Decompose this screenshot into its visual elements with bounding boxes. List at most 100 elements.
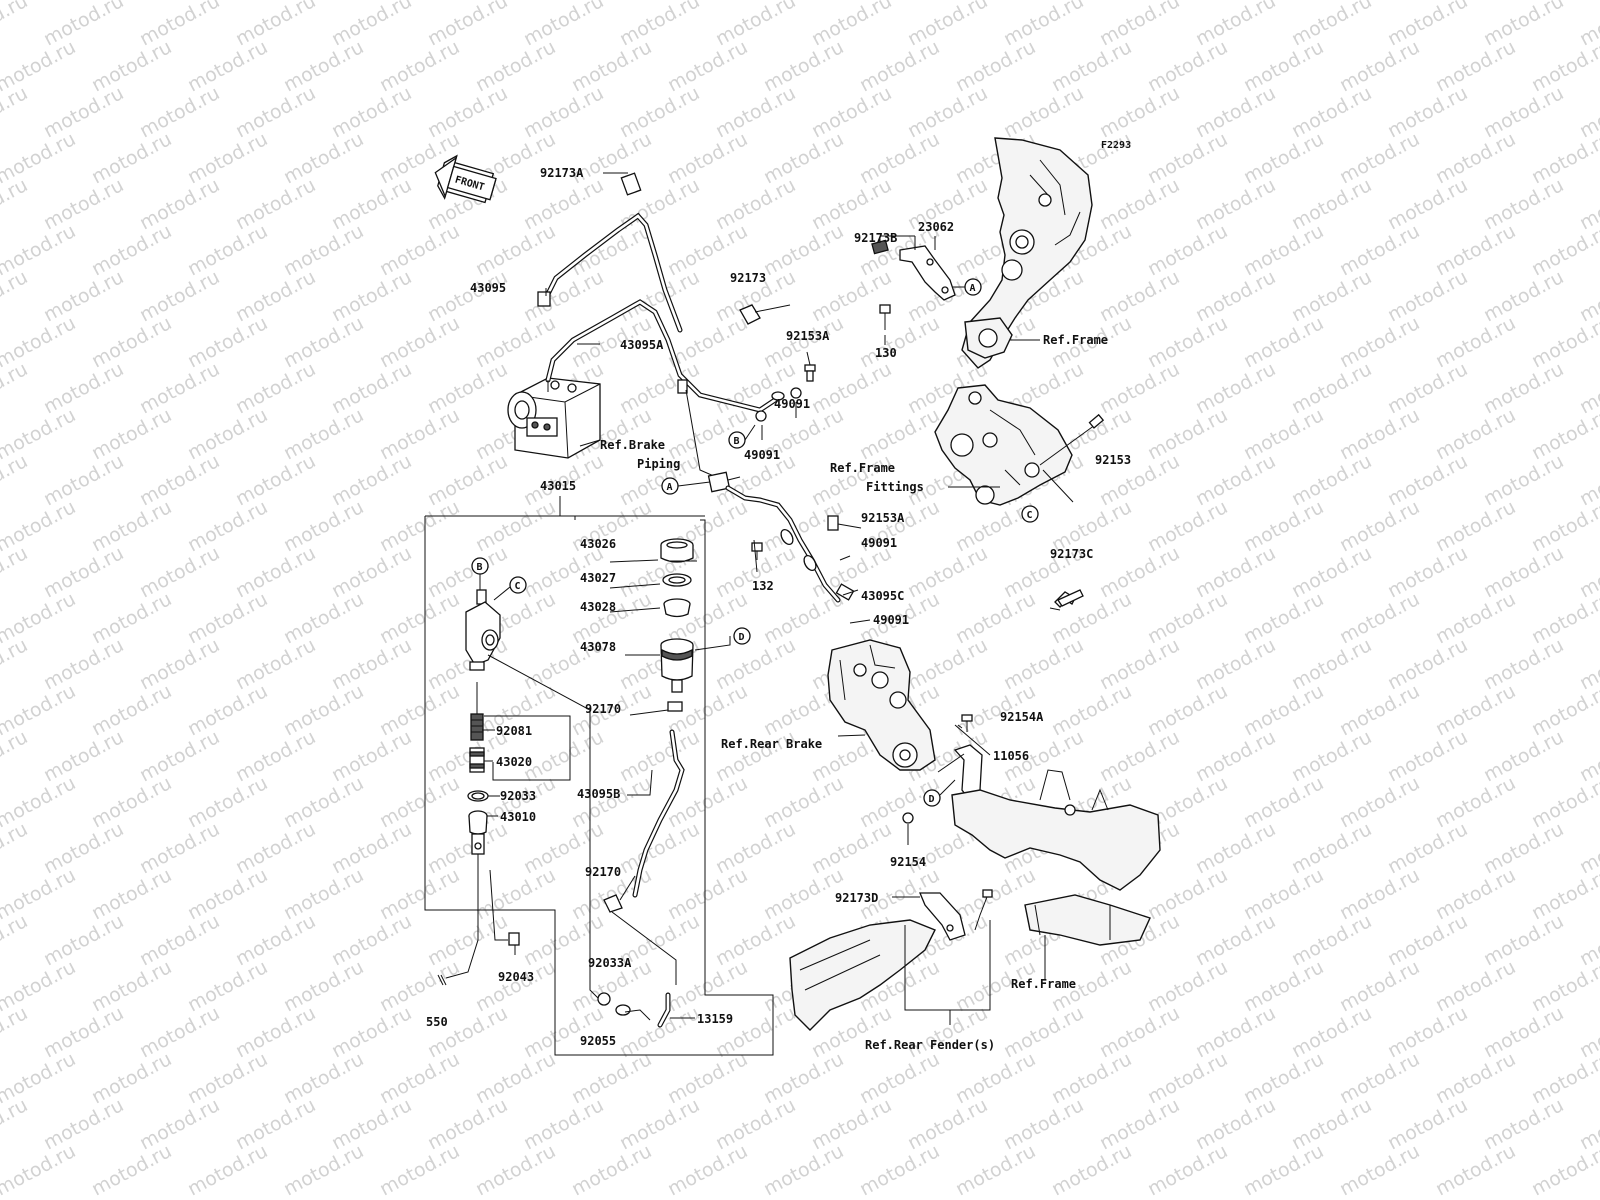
watermark-text: motod.ru xyxy=(1288,726,1375,786)
watermark-text: motod.ru xyxy=(1240,128,1327,188)
watermark-text: motod.ru xyxy=(1384,358,1471,418)
watermark-text: motod.ru xyxy=(88,772,175,832)
watermark-text: motod.ru xyxy=(952,1048,1039,1108)
watermark-text: motod.ru xyxy=(568,1048,655,1108)
callout-circle-b2: B xyxy=(471,557,489,590)
part-label-92081: 92081 xyxy=(496,724,532,738)
callout-c1-letter: C xyxy=(1027,510,1033,521)
watermark-text: motod.ru xyxy=(1528,680,1600,740)
watermark-text: motod.ru xyxy=(616,1094,703,1154)
watermark-text: motod.ru xyxy=(1480,174,1567,234)
part-label-43078: 43078 xyxy=(580,640,616,654)
part-label-43010: 43010 xyxy=(500,810,536,824)
watermark-text: motod.ru xyxy=(952,588,1039,648)
watermark-text: motod.ru xyxy=(904,0,991,50)
callout-a1-letter: A xyxy=(970,283,976,294)
watermark-text: motod.ru xyxy=(760,220,847,280)
ref-frame-top: Ref.Frame xyxy=(1043,333,1108,347)
watermark-text: motod.ru xyxy=(1192,450,1279,510)
part-label-43015: 43015 xyxy=(540,479,576,493)
watermark-text: motod.ru xyxy=(1480,82,1567,142)
watermark-text: motod.ru xyxy=(1336,680,1423,740)
plate-43027-drawing xyxy=(662,573,692,587)
watermark-text: motod.ru xyxy=(40,450,127,510)
callout-b2-letter: B xyxy=(477,562,483,573)
watermark-text: motod.ru xyxy=(520,1094,607,1154)
watermark-text: motod.ru xyxy=(328,818,415,878)
ref-frame-bottom: Ref.Frame xyxy=(1011,977,1076,991)
reservoir-cap-43026-drawing xyxy=(660,538,694,563)
watermark-text: motod.ru xyxy=(1432,36,1519,96)
watermark-text: motod.ru xyxy=(1480,1094,1567,1154)
part-label-11056: 11056 xyxy=(993,749,1029,763)
watermark-text: motod.ru xyxy=(1528,312,1600,372)
watermark-text: motod.ru xyxy=(952,1140,1039,1200)
watermark-text: motod.ru xyxy=(280,956,367,1016)
watermark-text: motod.ru xyxy=(472,496,559,556)
watermark-text: motod.ru xyxy=(1384,1094,1471,1154)
watermark-text: motod.ru xyxy=(568,772,655,832)
bolt-92153A-top-drawing xyxy=(755,364,816,422)
part-label-92173A: 92173A xyxy=(540,166,584,180)
part-label-92173: 92173 xyxy=(730,271,766,285)
watermark-text: motod.ru xyxy=(1000,82,1087,142)
watermark-text: motod.ru xyxy=(280,772,367,832)
watermark-text: motod.ru xyxy=(328,634,415,694)
watermark-text: motod.ru xyxy=(712,1094,799,1154)
callout-circle-b1: B xyxy=(728,424,756,449)
watermark-text: motod.ru xyxy=(40,910,127,970)
part-label-92153A-top: 92153A xyxy=(786,329,830,343)
watermark-text: motod.ru xyxy=(136,450,223,510)
watermark-text: motod.ru xyxy=(376,496,463,556)
master-cylinder-drawing xyxy=(465,589,501,671)
watermark-text: motod.ru xyxy=(40,542,127,602)
watermark-text: motod.ru xyxy=(1096,358,1183,418)
watermark-text: motod.ru xyxy=(1192,818,1279,878)
clamp-92170-a-drawing xyxy=(667,701,683,712)
watermark-text: motod.ru xyxy=(1000,634,1087,694)
watermark-text: motod.ru xyxy=(1432,1048,1519,1108)
watermark-text: motod.ru xyxy=(424,358,511,418)
part-label-92173B: 92173B xyxy=(854,231,897,245)
watermark-text: motod.ru xyxy=(280,1048,367,1108)
watermark-text: motod.ru xyxy=(40,634,127,694)
watermark-text: motod.ru xyxy=(232,1094,319,1154)
watermark-text: motod.ru xyxy=(808,82,895,142)
pin-92043-drawing xyxy=(508,932,520,946)
frame-upper-drawing xyxy=(961,137,1093,369)
watermark-text: motod.ru xyxy=(1480,266,1567,326)
watermark-text: motod.ru xyxy=(280,588,367,648)
watermark-text: motod.ru xyxy=(184,772,271,832)
watermark-text: motod.ru xyxy=(1432,404,1519,464)
part-label-92154: 92154 xyxy=(890,855,926,869)
ref-rear-fender: Ref.Rear Fender(s) xyxy=(865,1038,995,1052)
watermark-text: motod.ru xyxy=(1096,1094,1183,1154)
watermark-text: motod.ru xyxy=(856,1048,943,1108)
part-label-92173D: 92173D xyxy=(835,891,878,905)
watermark-text: motod.ru xyxy=(760,1140,847,1200)
watermark-text: motod.ru xyxy=(1336,1048,1423,1108)
watermark-text: motod.ru xyxy=(184,312,271,372)
watermark-text: motod.ru xyxy=(472,864,559,924)
watermark-text: motod.ru xyxy=(1192,726,1279,786)
watermark-text: motod.ru xyxy=(136,82,223,142)
watermark-text: motod.ru xyxy=(136,818,223,878)
watermark-text: motod.ru xyxy=(1096,542,1183,602)
watermark-text: motod.ru xyxy=(1240,680,1327,740)
watermark-text: motod.ru xyxy=(1048,1140,1135,1200)
part-labels: 92173A 43095 43095A 92173 92173B 23062 1… xyxy=(426,166,1131,1048)
callout-c2-letter: C xyxy=(515,581,521,592)
watermark-text: motod.ru xyxy=(1432,496,1519,556)
watermark-text: motod.ru xyxy=(88,680,175,740)
watermark-text: motod.ru xyxy=(376,588,463,648)
watermark-text: motod.ru xyxy=(1192,82,1279,142)
part-label-43095A: 43095A xyxy=(620,338,664,352)
watermark-text: motod.ru xyxy=(0,818,31,878)
watermark-text: motod.ru xyxy=(0,634,31,694)
watermark-text: motod.ru xyxy=(1288,0,1375,50)
watermark-text: motod.ru xyxy=(1240,864,1327,924)
watermark-text: motod.ru xyxy=(1384,266,1471,326)
watermark-text: motod.ru xyxy=(1192,0,1279,50)
watermark-text: motod.ru xyxy=(88,128,175,188)
